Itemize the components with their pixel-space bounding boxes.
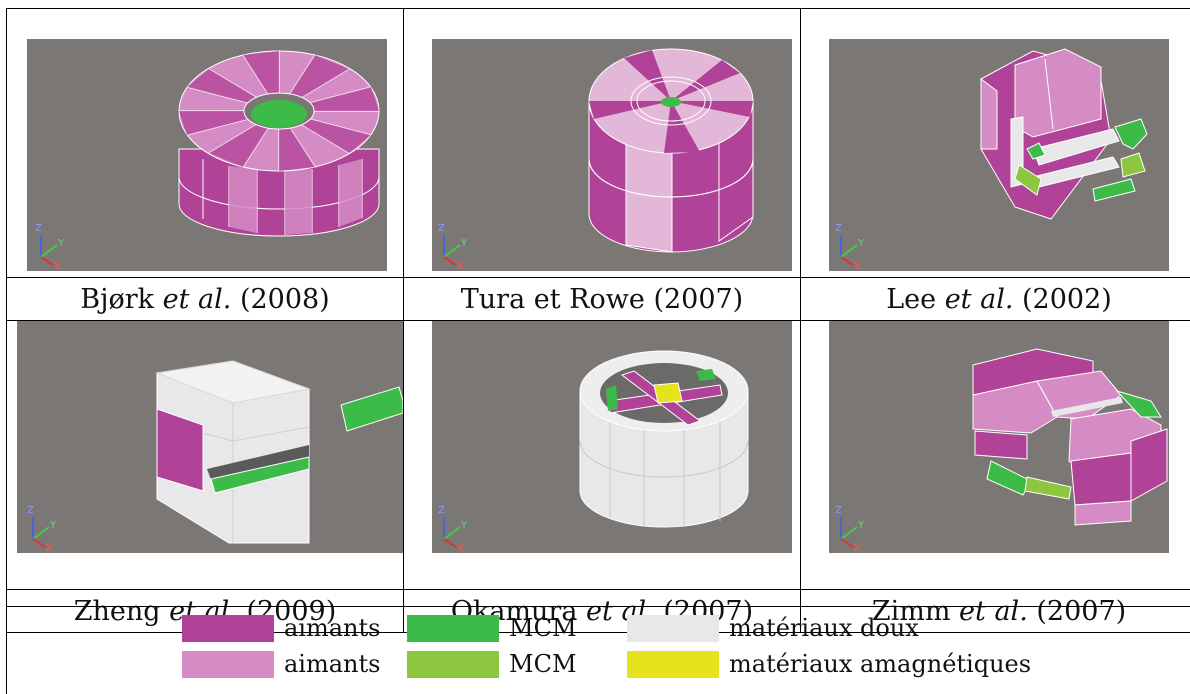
- svg-text:X: X: [854, 543, 861, 554]
- svg-text:X: X: [54, 261, 61, 272]
- panel-zimm: Z Y X: [801, 321, 1190, 590]
- svg-text:Z: Z: [35, 223, 42, 234]
- caption-lee: Lee et al. (2002): [801, 278, 1190, 321]
- svg-text:X: X: [457, 543, 464, 554]
- caption-name: Bjørk: [80, 284, 154, 315]
- legend-label: MCM: [509, 614, 577, 642]
- legend-swatch: [407, 615, 499, 642]
- svg-text:Y: Y: [460, 520, 468, 531]
- caption-year: (2007): [653, 284, 743, 315]
- panel-lee: Z Y X: [801, 9, 1190, 278]
- panel-tura-rowe: Z Y X: [404, 9, 801, 278]
- caption-year: (2008): [240, 284, 330, 315]
- legend-swatch: [182, 615, 274, 642]
- legend-item: MCM: [407, 649, 577, 679]
- legend: aimants MCM matériaux doux aimants MCM m…: [6, 606, 1190, 694]
- legend-label: aimants: [284, 650, 380, 678]
- svg-text:X: X: [46, 543, 53, 554]
- svg-text:X: X: [457, 261, 464, 272]
- legend-swatch: [182, 651, 274, 678]
- legend-swatch: [627, 651, 719, 678]
- legend-label: matériaux amagnétiques: [729, 650, 1031, 678]
- panel-zheng: Z Y X: [7, 321, 404, 590]
- legend-item: aimants: [182, 649, 380, 679]
- caption-etal: et al.: [163, 284, 232, 315]
- legend-item: MCM: [407, 613, 577, 643]
- bjork-magnet-drawing: Z Y X: [7, 9, 403, 277]
- caption-etal: et al.: [945, 284, 1014, 315]
- tura-rowe-magnet-drawing: Z Y X: [404, 9, 800, 277]
- caption-year: (2002): [1022, 284, 1112, 315]
- svg-text:Y: Y: [460, 238, 468, 249]
- svg-text:Y: Y: [49, 520, 57, 531]
- caption-name: Tura et Rowe: [461, 284, 645, 315]
- panel-okamura: Z Y X: [404, 321, 801, 590]
- legend-swatch: [627, 615, 719, 642]
- svg-text:Z: Z: [438, 505, 445, 516]
- caption-name: Lee: [886, 284, 936, 315]
- lee-magnet-drawing: Z Y X: [801, 9, 1190, 277]
- caption-tura-rowe: Tura et Rowe (2007): [404, 278, 801, 321]
- legend-label: aimants: [284, 614, 380, 642]
- zheng-magnet-drawing: Z Y X: [7, 321, 403, 589]
- svg-text:Y: Y: [57, 238, 65, 249]
- figure: Z Y X: [6, 8, 1190, 693]
- legend-item: matériaux amagnétiques: [627, 649, 1031, 679]
- svg-text:X: X: [854, 261, 861, 272]
- legend-item: aimants: [182, 613, 380, 643]
- caption-bjork: Bjørk et al. (2008): [7, 278, 404, 321]
- svg-text:Z: Z: [835, 223, 842, 234]
- legend-item: matériaux doux: [627, 613, 919, 643]
- panel-grid: Z Y X: [6, 8, 1190, 633]
- panel-bjork: Z Y X: [7, 9, 404, 278]
- svg-text:Z: Z: [27, 505, 34, 516]
- svg-text:Z: Z: [438, 223, 445, 234]
- legend-label: MCM: [509, 650, 577, 678]
- zimm-magnet-drawing: Z Y X: [801, 321, 1190, 589]
- svg-text:Z: Z: [835, 505, 842, 516]
- svg-text:Y: Y: [857, 238, 865, 249]
- okamura-magnet-drawing: Z Y X: [404, 321, 800, 589]
- legend-swatch: [407, 651, 499, 678]
- svg-text:Y: Y: [857, 520, 865, 531]
- legend-label: matériaux doux: [729, 614, 919, 642]
